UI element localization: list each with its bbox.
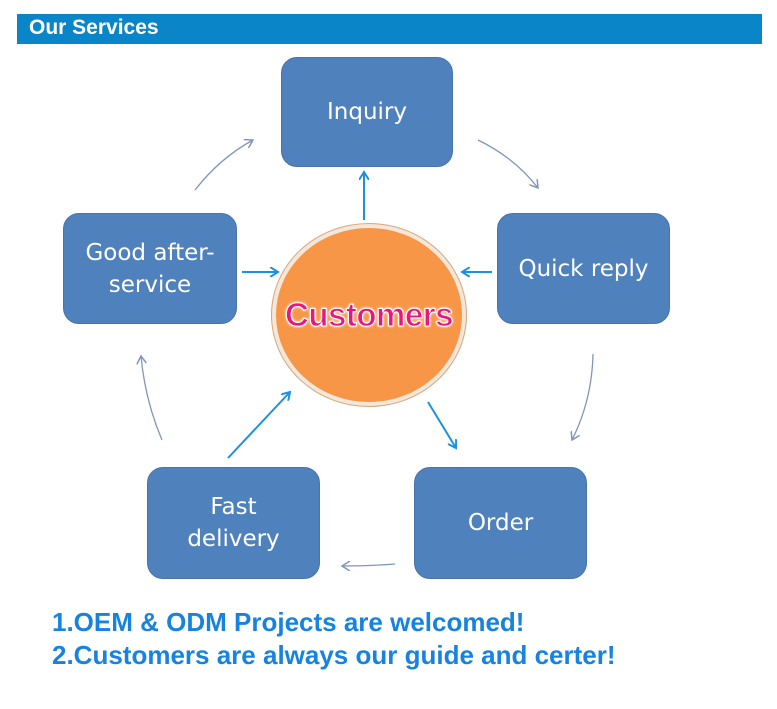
- arrow-inquiry-to-quick-reply: [477, 139, 538, 188]
- step-good-after-service: Good after- service: [63, 213, 237, 324]
- arrow-fast-delivery-to-center: [227, 392, 290, 459]
- section-title: Our Services: [29, 16, 159, 39]
- arrow-fast-delivery-to-after-service: [141, 356, 163, 441]
- step-label: Quick reply: [518, 255, 649, 282]
- step-quick-reply: Quick reply: [497, 213, 670, 324]
- center-label: Customers: [285, 296, 454, 334]
- step-label: Inquiry: [327, 99, 407, 125]
- notes-block: 1.OEM & ODM Projects are welcomed! 2.Cus…: [52, 606, 616, 672]
- step-label: Fast delivery: [187, 494, 280, 552]
- arrow-after-service-to-inquiry: [194, 140, 253, 191]
- note-line: 2.Customers are always our guide and cer…: [52, 640, 616, 670]
- arrow-center-to-order: [427, 401, 456, 448]
- step-inquiry: Inquiry: [281, 57, 453, 167]
- step-label: Order: [467, 510, 534, 536]
- arrow-quick-reply-to-order: [572, 353, 594, 440]
- step-order: Order: [414, 467, 587, 579]
- step-label: Good after- service: [85, 239, 215, 298]
- center-customers-circle: Customers: [272, 224, 466, 406]
- arrow-order-to-fast-delivery: [342, 564, 396, 566]
- step-fast-delivery: Fast delivery: [147, 467, 320, 579]
- note-line: 1.OEM & ODM Projects are welcomed!: [52, 607, 525, 637]
- section-header: Our Services: [17, 14, 762, 44]
